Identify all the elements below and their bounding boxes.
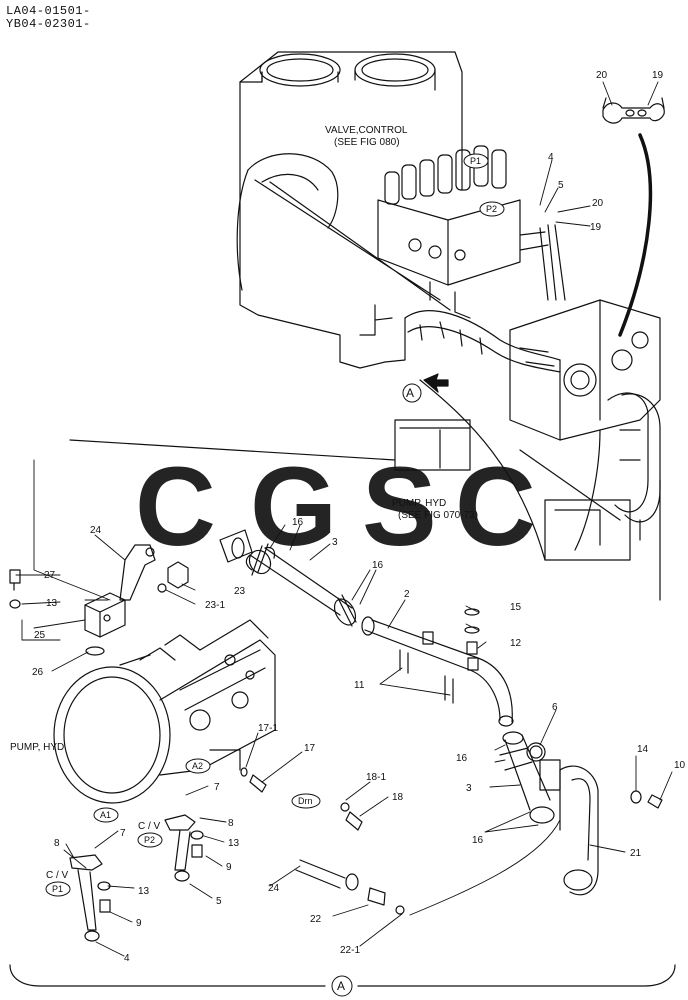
leader-lines — [15, 81, 673, 957]
callout-21: 21 — [630, 848, 642, 859]
callout-17: 17 — [304, 743, 316, 754]
callout-4-top: 4 — [548, 152, 554, 163]
watermark-letter-1: C — [135, 444, 216, 569]
port-p1: P1 — [52, 884, 63, 894]
callout-6: 6 — [552, 702, 558, 713]
callout-27: 27 — [44, 570, 56, 581]
control-valve — [377, 145, 549, 319]
callout-7-b: 7 — [120, 828, 126, 839]
label-view-a-top: A — [406, 386, 414, 400]
view-a-bracket — [9, 964, 676, 987]
label-pump-hyd: PUMP, HYD — [10, 742, 64, 753]
valve-block-25 — [9, 569, 126, 656]
callout-9-a: 9 — [226, 862, 232, 873]
callout-8-b: 8 — [54, 838, 60, 849]
callout-9-b: 9 — [136, 918, 142, 929]
callout-8-a: 8 — [228, 818, 234, 829]
fittings-17-18 — [240, 767, 363, 831]
watermark-letter-4: C — [455, 444, 536, 569]
label-valve-control-ref: (SEE FIG 080) — [334, 137, 400, 148]
callout-16-d: 16 — [472, 835, 484, 846]
port-drn: Drn — [298, 796, 313, 806]
callout-16-a: 16 — [292, 517, 304, 528]
callout-10: 10 — [674, 760, 686, 771]
callout-19-top: 19 — [652, 70, 664, 81]
callout-20-top: 20 — [596, 70, 608, 81]
callout-2: 2 — [404, 589, 410, 600]
hose-24-lower — [295, 859, 405, 915]
parts-14-10 — [630, 790, 663, 809]
port-p2-top: P2 — [486, 204, 497, 214]
watermark: C G S C — [135, 444, 536, 569]
port-a1: A1 — [100, 810, 111, 820]
callout-5-top: 5 — [558, 180, 564, 191]
callout-3-a: 3 — [332, 537, 338, 548]
callout-26: 26 — [32, 667, 44, 678]
watermark-letter-3: S — [362, 444, 437, 569]
port-labels: P1 P2 A2 A1 P2 P1 Drn — [52, 156, 497, 894]
elbow-21 — [559, 765, 599, 896]
callout-3-b: 3 — [466, 783, 472, 794]
callout-24-a: 24 — [90, 525, 102, 536]
port-a2: A2 — [192, 761, 203, 771]
header-line-2: YB04-02301- — [6, 17, 91, 31]
port-p2: P2 — [144, 835, 155, 845]
callout-13-c: 13 — [138, 886, 150, 897]
label-pump-hyd-ref: PUMP, HYD — [392, 498, 446, 509]
callout-24-b: 24 — [268, 883, 280, 894]
callout-18-1: 18-1 — [366, 772, 386, 783]
callout-19-mid: 19 — [590, 222, 602, 233]
callout-23-1: 23-1 — [205, 600, 225, 611]
callout-15: 15 — [510, 602, 522, 613]
label-pump-hyd-ref-fig: (SEE FIG 070-73) — [398, 510, 478, 521]
callout-numbers: 20 19 4 5 20 19 16 3 16 24 27 13 25 26 2… — [32, 70, 686, 964]
callout-23: 23 — [234, 586, 246, 597]
parts-15-12 — [464, 608, 480, 655]
callout-16-c: 16 — [456, 753, 468, 764]
callout-13-b: 13 — [228, 838, 240, 849]
callout-11: 11 — [354, 680, 365, 691]
callout-22-1: 22-1 — [340, 945, 360, 956]
label-view-a-bottom: A — [337, 979, 345, 993]
callout-17-1: 17-1 — [258, 723, 278, 734]
header-line-1: LA04-01501- — [6, 4, 91, 18]
clamp-p1 — [69, 854, 111, 942]
callout-7-a: 7 — [214, 782, 220, 793]
clamp-detail — [602, 97, 665, 124]
callout-4-b: 4 — [124, 953, 130, 964]
fittings-24-23 — [119, 544, 189, 601]
hose-3-lower — [499, 731, 561, 824]
callout-13-a: 13 — [46, 598, 58, 609]
label-cv-1: C / V — [46, 870, 69, 881]
callout-16-b: 16 — [372, 560, 384, 571]
callout-12: 12 — [510, 638, 522, 649]
callout-18: 18 — [392, 792, 404, 803]
clamp-p2 — [164, 814, 204, 882]
callout-5-b: 5 — [216, 896, 222, 907]
callout-20-mid: 20 — [592, 198, 604, 209]
callout-25: 25 — [34, 630, 46, 641]
callout-22: 22 — [310, 914, 322, 925]
hose-3-upper — [219, 529, 357, 627]
machine-housing — [236, 51, 463, 369]
watermark-letter-2: G — [250, 444, 337, 569]
label-valve-control: VALVE,CONTROL — [325, 125, 408, 136]
port-p1-top: P1 — [470, 156, 481, 166]
pipe-2 — [361, 616, 514, 727]
callout-14: 14 — [637, 744, 649, 755]
upper-pump-assembly — [69, 133, 661, 601]
port-badges — [45, 153, 505, 997]
text-labels: VALVE,CONTROL (SEE FIG 080) PUMP, HYD (S… — [10, 125, 478, 993]
label-cv-2: C / V — [138, 821, 161, 832]
view-arrow — [423, 373, 449, 393]
